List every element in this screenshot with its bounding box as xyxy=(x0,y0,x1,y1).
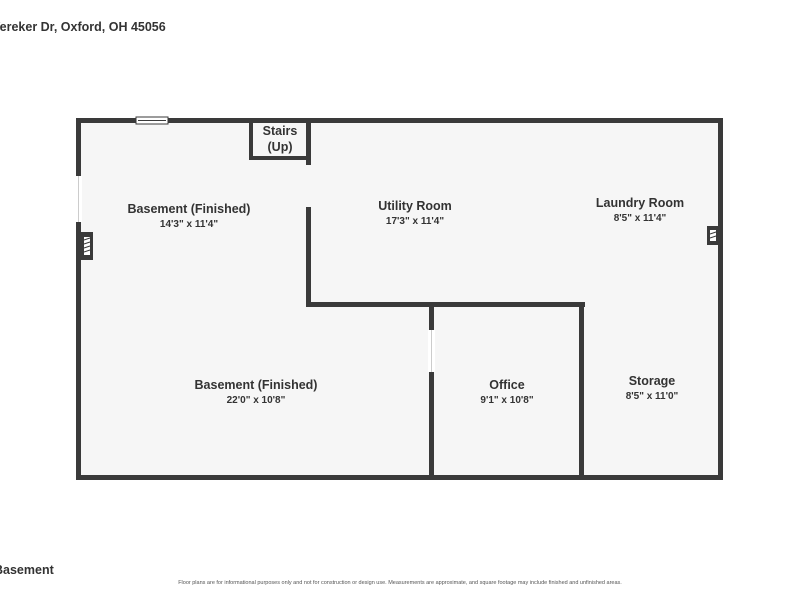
room-dims-laundry: 8'5" x 11'4" xyxy=(614,213,667,224)
wall-utility-south xyxy=(306,302,585,307)
room-dims-basement-upper: 14'3" x 11'4" xyxy=(160,219,218,230)
room-dims-office: 9'1" x 10'8" xyxy=(480,395,533,406)
room-name-storage: Storage xyxy=(629,374,676,388)
wall-office-west xyxy=(429,302,434,480)
floor-area xyxy=(78,120,721,478)
disclaimer-text: Floor plans are for informational purpos… xyxy=(178,580,622,586)
fixture-left-inner xyxy=(84,237,90,255)
room-name-office: Office xyxy=(489,378,524,392)
wall-office-east xyxy=(579,302,584,480)
room-name-basement-lower: Basement (Finished) xyxy=(195,378,318,392)
wall-bottom xyxy=(76,475,723,480)
room-name-stairs: Stairs xyxy=(263,124,298,138)
wall-left xyxy=(76,118,81,480)
wall-fixtures xyxy=(81,226,719,260)
room-name-basement-upper: Basement (Finished) xyxy=(128,202,251,216)
openings xyxy=(75,116,435,372)
floor-level-label: Basement xyxy=(0,563,54,577)
room-dims-basement-lower: 22'0" x 10'8" xyxy=(227,395,286,406)
wall-stairs-bottom xyxy=(249,156,309,160)
wall-stairs-right xyxy=(306,120,311,165)
wall-stairs-left xyxy=(249,120,253,160)
wall-top xyxy=(76,118,723,123)
room-dims-storage: 8'5" x 11'0" xyxy=(626,391,679,402)
wall-right xyxy=(718,118,723,480)
room-name-utility: Utility Room xyxy=(378,199,452,213)
exterior-walls xyxy=(76,118,723,480)
wall-utility-west xyxy=(306,207,311,307)
room-labels: Basement (Finished) 14'3" x 11'4" Stairs… xyxy=(128,124,685,406)
room-name-laundry: Laundry Room xyxy=(596,196,684,210)
room-name-stairs-direction: (Up) xyxy=(268,140,293,154)
property-address: Vereker Dr, Oxford, OH 45056 xyxy=(0,20,166,34)
room-dims-utility: 17'3" x 11'4" xyxy=(386,216,444,227)
interior-walls xyxy=(249,120,585,480)
fixture-right-inner xyxy=(710,230,716,241)
